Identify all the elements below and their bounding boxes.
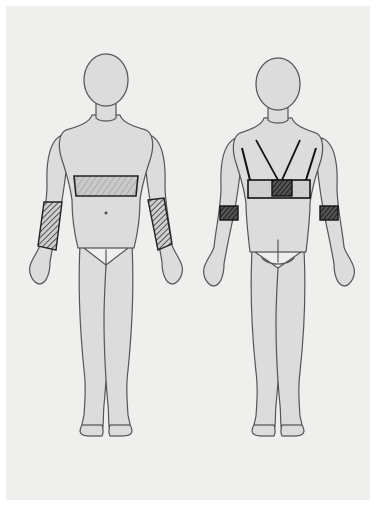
back-head	[256, 58, 300, 110]
front-head	[84, 54, 128, 106]
back-right-foot	[281, 425, 304, 436]
front-right-foot	[109, 425, 132, 436]
left-wrist-band	[320, 206, 338, 220]
paper-sheet	[6, 6, 370, 500]
center-back-pad	[272, 180, 292, 196]
chest-band	[74, 176, 138, 196]
front-navel	[105, 212, 108, 215]
right-wrist-band	[220, 206, 238, 220]
front-left-foot	[80, 425, 103, 436]
back-left-foot	[252, 425, 275, 436]
